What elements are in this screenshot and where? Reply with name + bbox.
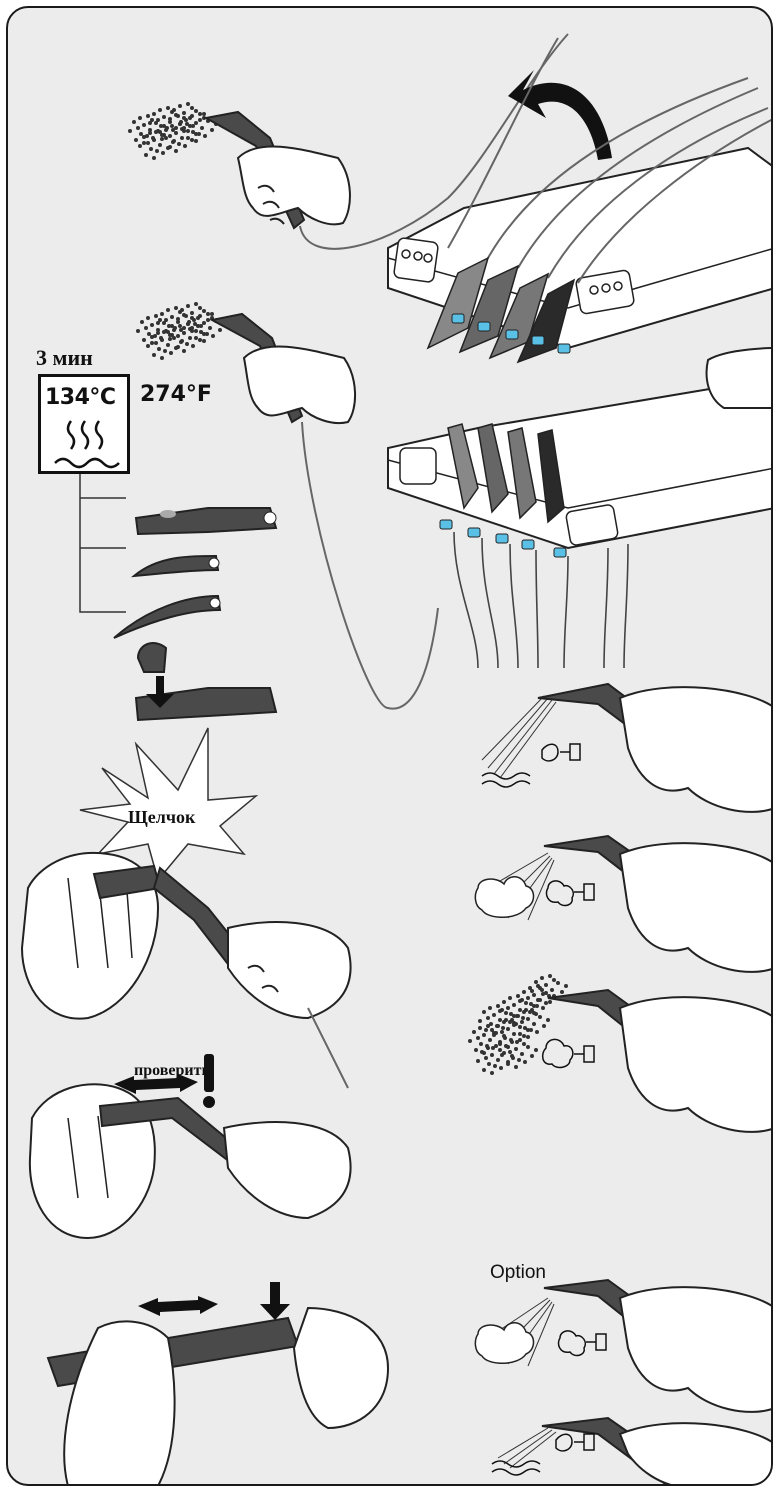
function-air	[475, 836, 773, 972]
function-option-water	[492, 1418, 773, 1486]
check-label: проверить	[134, 1062, 210, 1080]
syringe-assembly	[136, 643, 276, 720]
water-drop-icon	[542, 744, 558, 761]
dental-unit-mid	[388, 348, 773, 668]
check-hands	[30, 1084, 351, 1238]
connector-lines	[80, 472, 126, 612]
air-puff-icon	[546, 881, 573, 906]
illustration-panel: 3 мин 134°C 274°F Щелчок проверить Optio…	[6, 6, 773, 1486]
syringe-tip-long	[114, 596, 220, 638]
syringe-spray-mid	[136, 302, 226, 360]
spray-icon	[543, 1039, 573, 1067]
sterilize-steam-icon	[41, 377, 133, 477]
function-option-air	[475, 1280, 773, 1412]
sterilize-temp-box: 134°C	[38, 374, 130, 474]
click-label: Щелчок	[128, 807, 195, 828]
bottom-hands	[48, 1308, 388, 1486]
temp-fahrenheit-label: 274°F	[140, 382, 212, 407]
assembly-hands	[22, 853, 351, 1088]
function-water	[482, 684, 773, 812]
water-wave-icon	[482, 773, 530, 787]
option-label: Option	[490, 1262, 546, 1284]
lift-arrow	[508, 70, 612, 160]
instruction-illustration	[8, 8, 773, 1486]
function-spray	[468, 974, 773, 1132]
syringe-spray-top	[128, 102, 218, 160]
bottom-arrow	[138, 1282, 290, 1320]
sterilize-time-label: 3 мин	[36, 345, 93, 371]
syringe-tip-short	[134, 556, 219, 576]
syringe-handle-part	[136, 508, 276, 534]
